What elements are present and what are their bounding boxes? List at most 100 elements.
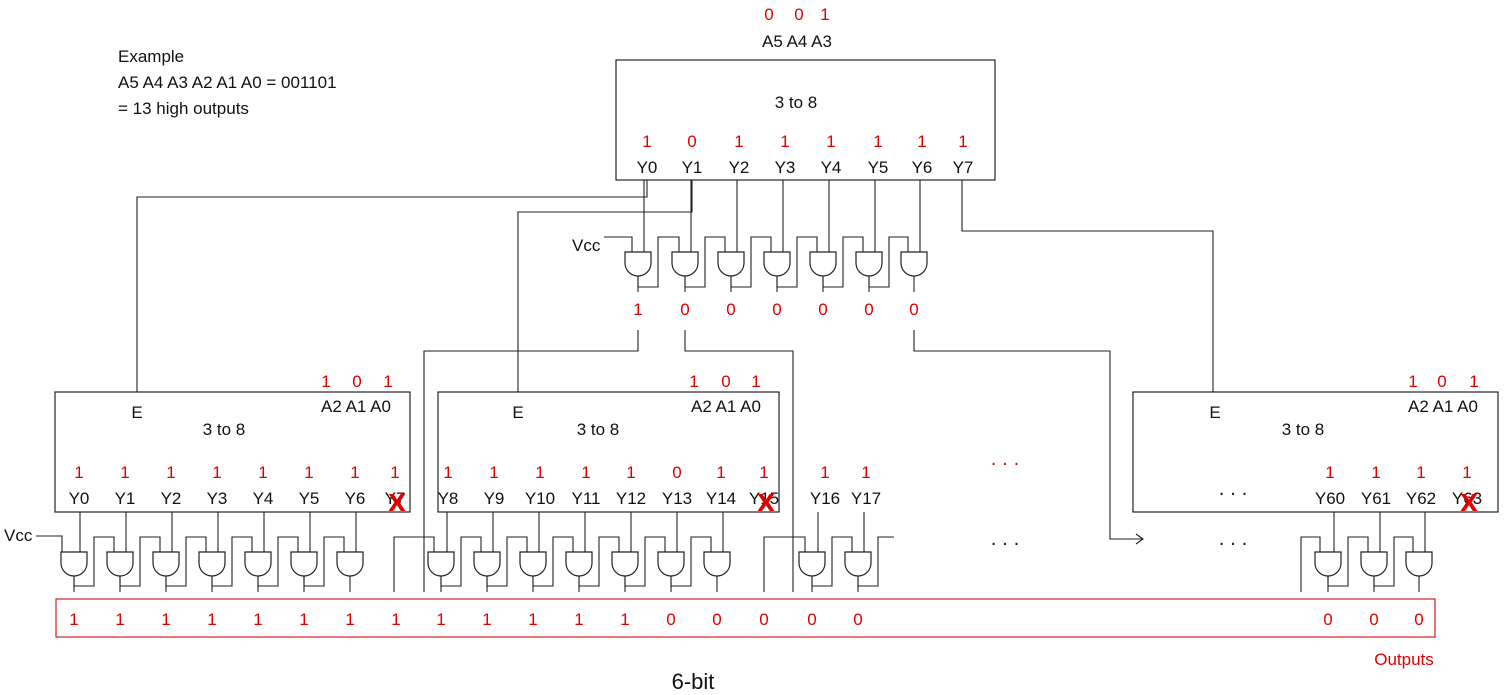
bottom-gate-4-chain-input: [211, 536, 253, 587]
mid-gate-4-chain-input: [776, 236, 818, 288]
output-bit-7: 1: [391, 610, 400, 629]
output-bit-20: 0: [1414, 610, 1423, 629]
top-output-value-7: 1: [958, 132, 967, 151]
gate-row-ellipsis-1: · · ·: [991, 534, 1020, 555]
decoder-2-output-value-6: 1: [716, 463, 725, 482]
mid-gate-output-4: 0: [818, 300, 827, 319]
decoder-1-select-label: A2 A1 A0: [321, 397, 391, 416]
bottom-gate-8-chain-input: [440, 536, 482, 587]
outputs-box: [55, 598, 1436, 638]
bottom-gate-13-chain-input: [670, 536, 712, 587]
decoder-2-cross-mark: X: [757, 491, 775, 517]
output-bit-10: 1: [528, 610, 537, 629]
decoder-8-output-value-2: 1: [1416, 463, 1425, 482]
decoder-8-output-values: 1 1 1 1: [1325, 463, 1471, 482]
decoder-8-box: [1132, 391, 1499, 513]
block-3-output-value-1: 1: [861, 463, 870, 482]
top-select-value-a3: 1: [820, 5, 829, 24]
decoder-1-output-label-4: Y4: [253, 489, 274, 508]
decoder-8-title: 3 to 8: [1282, 420, 1325, 439]
middle-vcc-label: Vcc: [572, 236, 601, 255]
output-bit-9: 1: [482, 610, 491, 629]
top-output-value-3: 1: [780, 132, 789, 151]
decoder-8-output-value-0: 1: [1325, 463, 1334, 482]
bottom-and-gate-12: [657, 551, 685, 577]
wire-y7-to-decoder-8-enable: [961, 180, 1214, 392]
decoder-8-output-value-1: 1: [1371, 463, 1380, 482]
top-output-value-5: 1: [873, 132, 882, 151]
mid-gate-output-3: 0: [772, 300, 781, 319]
bottom-and-gate-3: [198, 551, 226, 577]
bottom-and-gate-14: [798, 551, 826, 577]
output-bit-15: 0: [759, 610, 768, 629]
decoder-1-title: 3 to 8: [203, 420, 246, 439]
wire-y1-to-decoder-2-enable: [517, 180, 693, 392]
block-3-output-value-0: 1: [820, 463, 829, 482]
bottom-gate-15-chain-input: [811, 536, 853, 587]
arrow-head: [1135, 533, 1144, 545]
block-3-output-label-0: Y16: [810, 489, 840, 508]
bottom-gate-1-chain-input: [73, 536, 115, 587]
bottom-and-gate-11: [611, 551, 639, 577]
mid-gate-5-chain-input: [822, 236, 864, 288]
decoder-2-enable-label: E: [512, 403, 523, 422]
decoder-2-output-value-2: 1: [535, 463, 544, 482]
top-decoder-title: 3 to 8: [775, 93, 818, 112]
decoder-1-output-label-5: Y5: [299, 489, 320, 508]
decoder-1-output-value-5: 1: [304, 463, 313, 482]
bottom-gate-18-chain-input: [1373, 536, 1414, 587]
wire-gate-0-output: [423, 330, 639, 592]
decoder-2-select-label: A2 A1 A0: [691, 397, 761, 416]
bottom-and-gate-7: [427, 551, 455, 577]
bottom-gate-11-chain-input: [578, 536, 620, 587]
output-bit-11: 1: [574, 610, 583, 629]
decoder-8-output-value-3: 1: [1462, 463, 1471, 482]
output-bit-12: 1: [620, 610, 629, 629]
middle-and-gates: [624, 180, 928, 292]
bottom-row-tail-14: [857, 536, 894, 587]
mid-gate-2-chain-input: [684, 236, 726, 288]
decoder-8-select-label: A2 A1 A0: [1408, 397, 1478, 416]
top-output-label-7: Y7: [953, 158, 974, 177]
top-output-label-6: Y6: [912, 158, 933, 177]
middle-output-wiring: [423, 330, 1144, 592]
decoder-1-output-value-4: 1: [258, 463, 267, 482]
bottom-and-gate-13: [703, 551, 731, 577]
top-output-label-3: Y3: [775, 158, 796, 177]
mid-gate-output-2: 0: [726, 300, 735, 319]
decoder-2-output-value-0: 1: [443, 463, 452, 482]
top-output-value-0: 1: [642, 132, 651, 151]
decoder-1-output-label-6: Y6: [345, 489, 366, 508]
example-line-2: = 13 high outputs: [118, 99, 249, 118]
output-bit-19: 0: [1369, 610, 1378, 629]
bottom-and-gate-10: [565, 551, 593, 577]
decoder-1-output-label-1: Y1: [115, 489, 136, 508]
bottom-gate-3-chain-input: [165, 536, 207, 587]
output-bit-1: 1: [115, 610, 124, 629]
gate-row-ellipsis-2: · · ·: [1219, 534, 1248, 555]
bottom-and-gate-6: [336, 551, 364, 577]
bottom-gate-2-chain-input: [119, 536, 161, 587]
output-bit-4: 1: [253, 610, 262, 629]
top-output-label-2: Y2: [729, 158, 750, 177]
mid-and-gate-6: [900, 251, 928, 277]
top-output-label-1: Y1: [682, 158, 703, 177]
example-line-1: A5 A4 A3 A2 A1 A0 = 001101: [118, 73, 337, 92]
bottom-and-gate-0: [60, 551, 88, 577]
top-select-value-a4: 0: [794, 5, 803, 24]
decoder-2-output-value-1: 1: [489, 463, 498, 482]
top-output-value-2: 1: [734, 132, 743, 151]
bottom-vcc-wire: [36, 535, 63, 552]
bottom-and-gate-1: [106, 551, 134, 577]
